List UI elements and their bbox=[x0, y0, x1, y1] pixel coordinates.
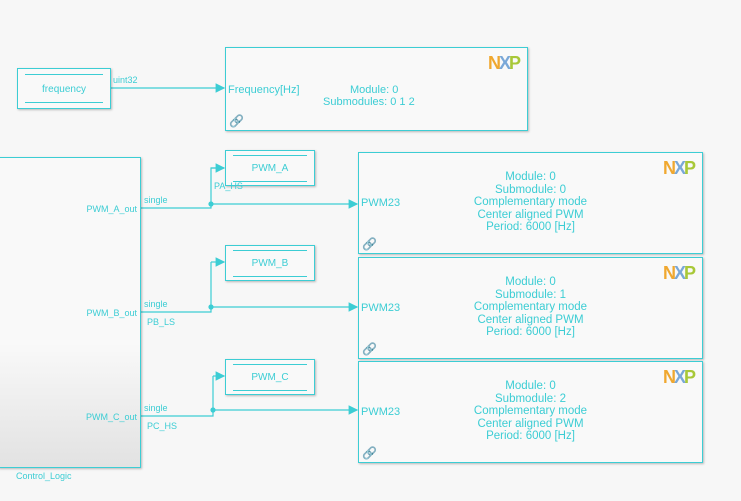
junction-c bbox=[210, 407, 216, 413]
line-c bbox=[141, 376, 357, 416]
nxp-logo: NXP bbox=[662, 263, 696, 283]
goto-pwm-a[interactable]: PWM_A bbox=[225, 150, 315, 186]
line-b bbox=[141, 262, 357, 312]
goto-pwm-c[interactable]: PWM_C bbox=[225, 359, 315, 395]
freq-config-block[interactable]: Frequency[Hz] Module: 0 Submodules: 0 1 … bbox=[225, 47, 528, 131]
link-icon: 🔗 bbox=[362, 446, 377, 460]
nxp-logo: NXP bbox=[662, 158, 696, 178]
signal-type: uint32 bbox=[113, 75, 138, 85]
block-name: Control_Logic bbox=[16, 471, 72, 481]
nxp-logo: NXP bbox=[662, 367, 696, 387]
junction-b bbox=[208, 304, 214, 310]
frequency-block[interactable]: frequency bbox=[17, 68, 111, 109]
goto-pwm-b[interactable]: PWM_B bbox=[225, 245, 315, 281]
nxp-logo: NXP bbox=[487, 53, 521, 73]
control-logic-block[interactable]: PWM_A_out PWM_B_out PWM_C_out bbox=[0, 157, 141, 468]
link-icon: 🔗 bbox=[362, 237, 377, 251]
link-icon: 🔗 bbox=[362, 342, 377, 356]
link-icon: 🔗 bbox=[229, 114, 244, 128]
junction-a bbox=[208, 201, 214, 207]
